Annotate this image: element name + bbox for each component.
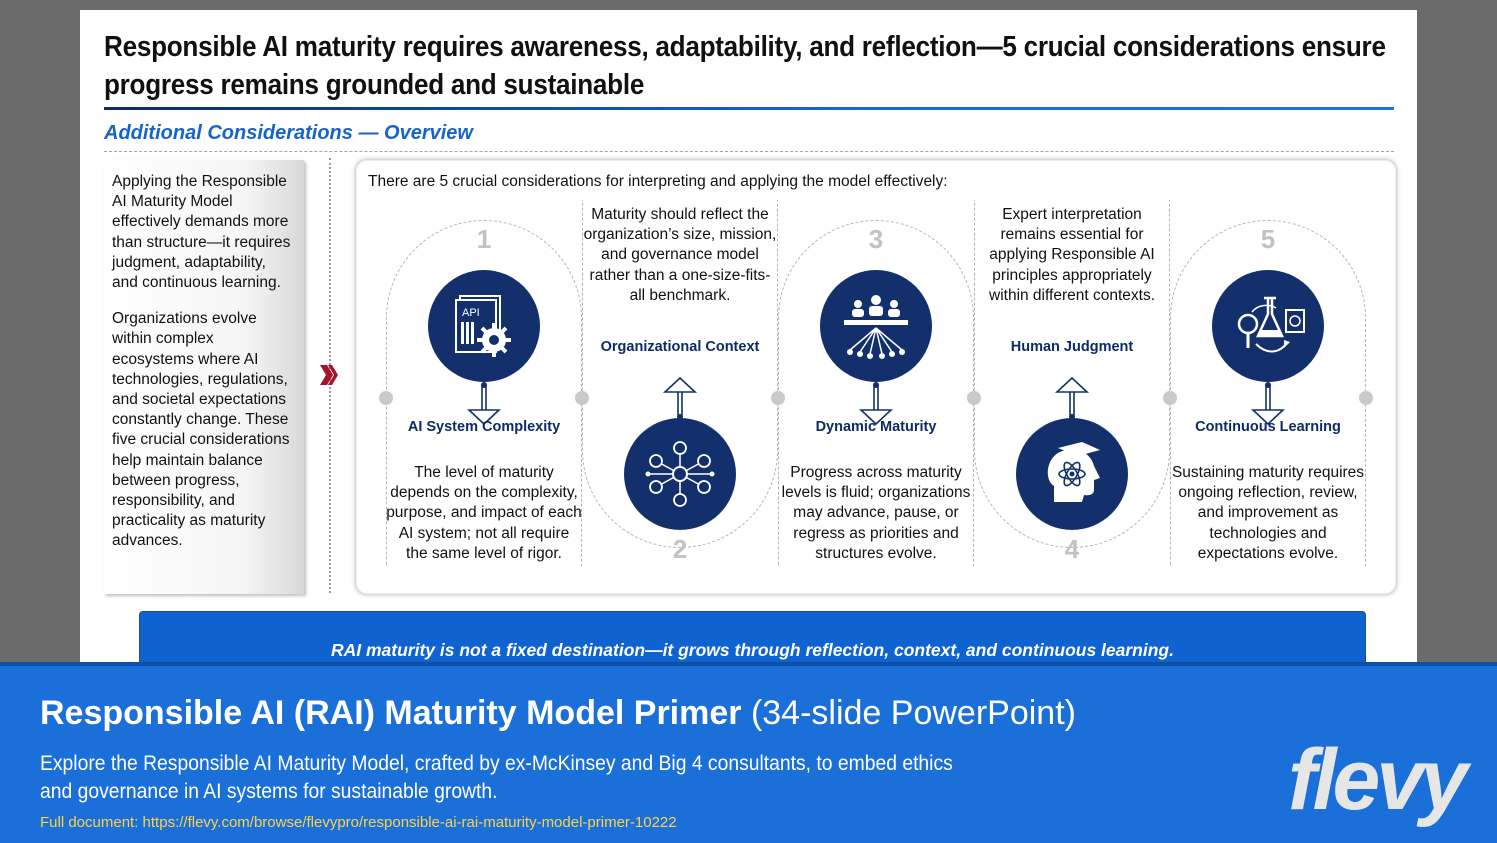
key-message-banner: RAI maturity is not a fixed destination—… xyxy=(139,611,1366,671)
label-2: Organizational Context xyxy=(600,339,760,355)
connector-dot xyxy=(1359,391,1373,405)
arrow-up-icon xyxy=(662,376,698,420)
document-link[interactable]: Full document: https://flevy.com/browse/… xyxy=(40,814,677,831)
key-message-text: RAI maturity is not a fixed destination—… xyxy=(331,640,1174,660)
label-3: Dynamic Maturity xyxy=(815,419,937,435)
footer-title-main: Responsible AI (RAI) Maturity Model Prim… xyxy=(40,694,742,732)
slide-title: Responsible AI maturity requires awarene… xyxy=(104,31,1386,101)
arrow-down-icon xyxy=(1250,382,1286,426)
intro-paragraph-2: Organizations evolve within complex ecos… xyxy=(112,310,290,550)
step-number-3: 3 xyxy=(868,224,884,254)
step-number-5: 5 xyxy=(1260,224,1276,254)
description-3: Progress across maturity levels is fluid… xyxy=(781,464,971,562)
connector-dot xyxy=(379,391,393,405)
arch-4 xyxy=(974,200,1170,548)
step-number-4: 4 xyxy=(1064,534,1080,564)
description-5: Sustaining maturity requires ongoing ref… xyxy=(1171,464,1365,562)
label-5: Continuous Learning xyxy=(1195,419,1341,435)
description-4: Expert interpretation remains essential … xyxy=(989,206,1155,304)
intro-text-box: Applying the Responsible AI Maturity Mod… xyxy=(104,160,304,594)
label-1: AI System Complexity xyxy=(407,419,561,435)
title-divider xyxy=(104,107,1394,110)
connector-dot xyxy=(771,391,785,405)
footer-title: Responsible AI (RAI) Maturity Model Prim… xyxy=(40,694,1076,733)
panel-intro: There are 5 crucial considerations for i… xyxy=(368,173,948,190)
arrow-down-icon xyxy=(858,382,894,426)
head-atom-icon xyxy=(1016,418,1128,530)
subtitle-divider xyxy=(104,151,1394,152)
step-number-1: 1 xyxy=(476,224,492,254)
lab-flask-icon xyxy=(1212,270,1324,382)
flevy-logo[interactable]: flevy xyxy=(1288,732,1468,828)
footer-title-suffix: (34-slide PowerPoint) xyxy=(750,694,1076,732)
connector-dot xyxy=(575,391,589,405)
considerations-panel: There are 5 crucial considerations for i… xyxy=(355,159,1397,595)
meeting-room-icon xyxy=(820,270,932,382)
api-gear-icon: API xyxy=(428,270,540,382)
connector-dot xyxy=(967,391,981,405)
slide: Responsible AI maturity requires awarene… xyxy=(80,10,1417,671)
arrow-up-icon xyxy=(1054,376,1090,420)
label-4: Human Judgment xyxy=(1010,339,1134,355)
network-people-icon xyxy=(624,418,736,530)
step-number-2: 2 xyxy=(672,534,688,564)
arch-2 xyxy=(582,200,778,548)
description-1: The level of maturity depends on the com… xyxy=(386,464,582,562)
footer-description: Explore the Responsible AI Maturity Mode… xyxy=(40,752,953,803)
connector-dot xyxy=(1163,391,1177,405)
svg-text:API: API xyxy=(462,307,480,319)
description-2: Maturity should reflect the organization… xyxy=(583,206,777,304)
intro-paragraph-1: Applying the Responsible AI Maturity Mod… xyxy=(112,173,291,292)
promo-footer: Responsible AI (RAI) Maturity Model Prim… xyxy=(0,662,1497,843)
arrow-down-icon xyxy=(466,382,502,426)
chevron-right-icon xyxy=(320,365,338,385)
section-subtitle: Additional Considerations — Overview xyxy=(104,122,473,144)
